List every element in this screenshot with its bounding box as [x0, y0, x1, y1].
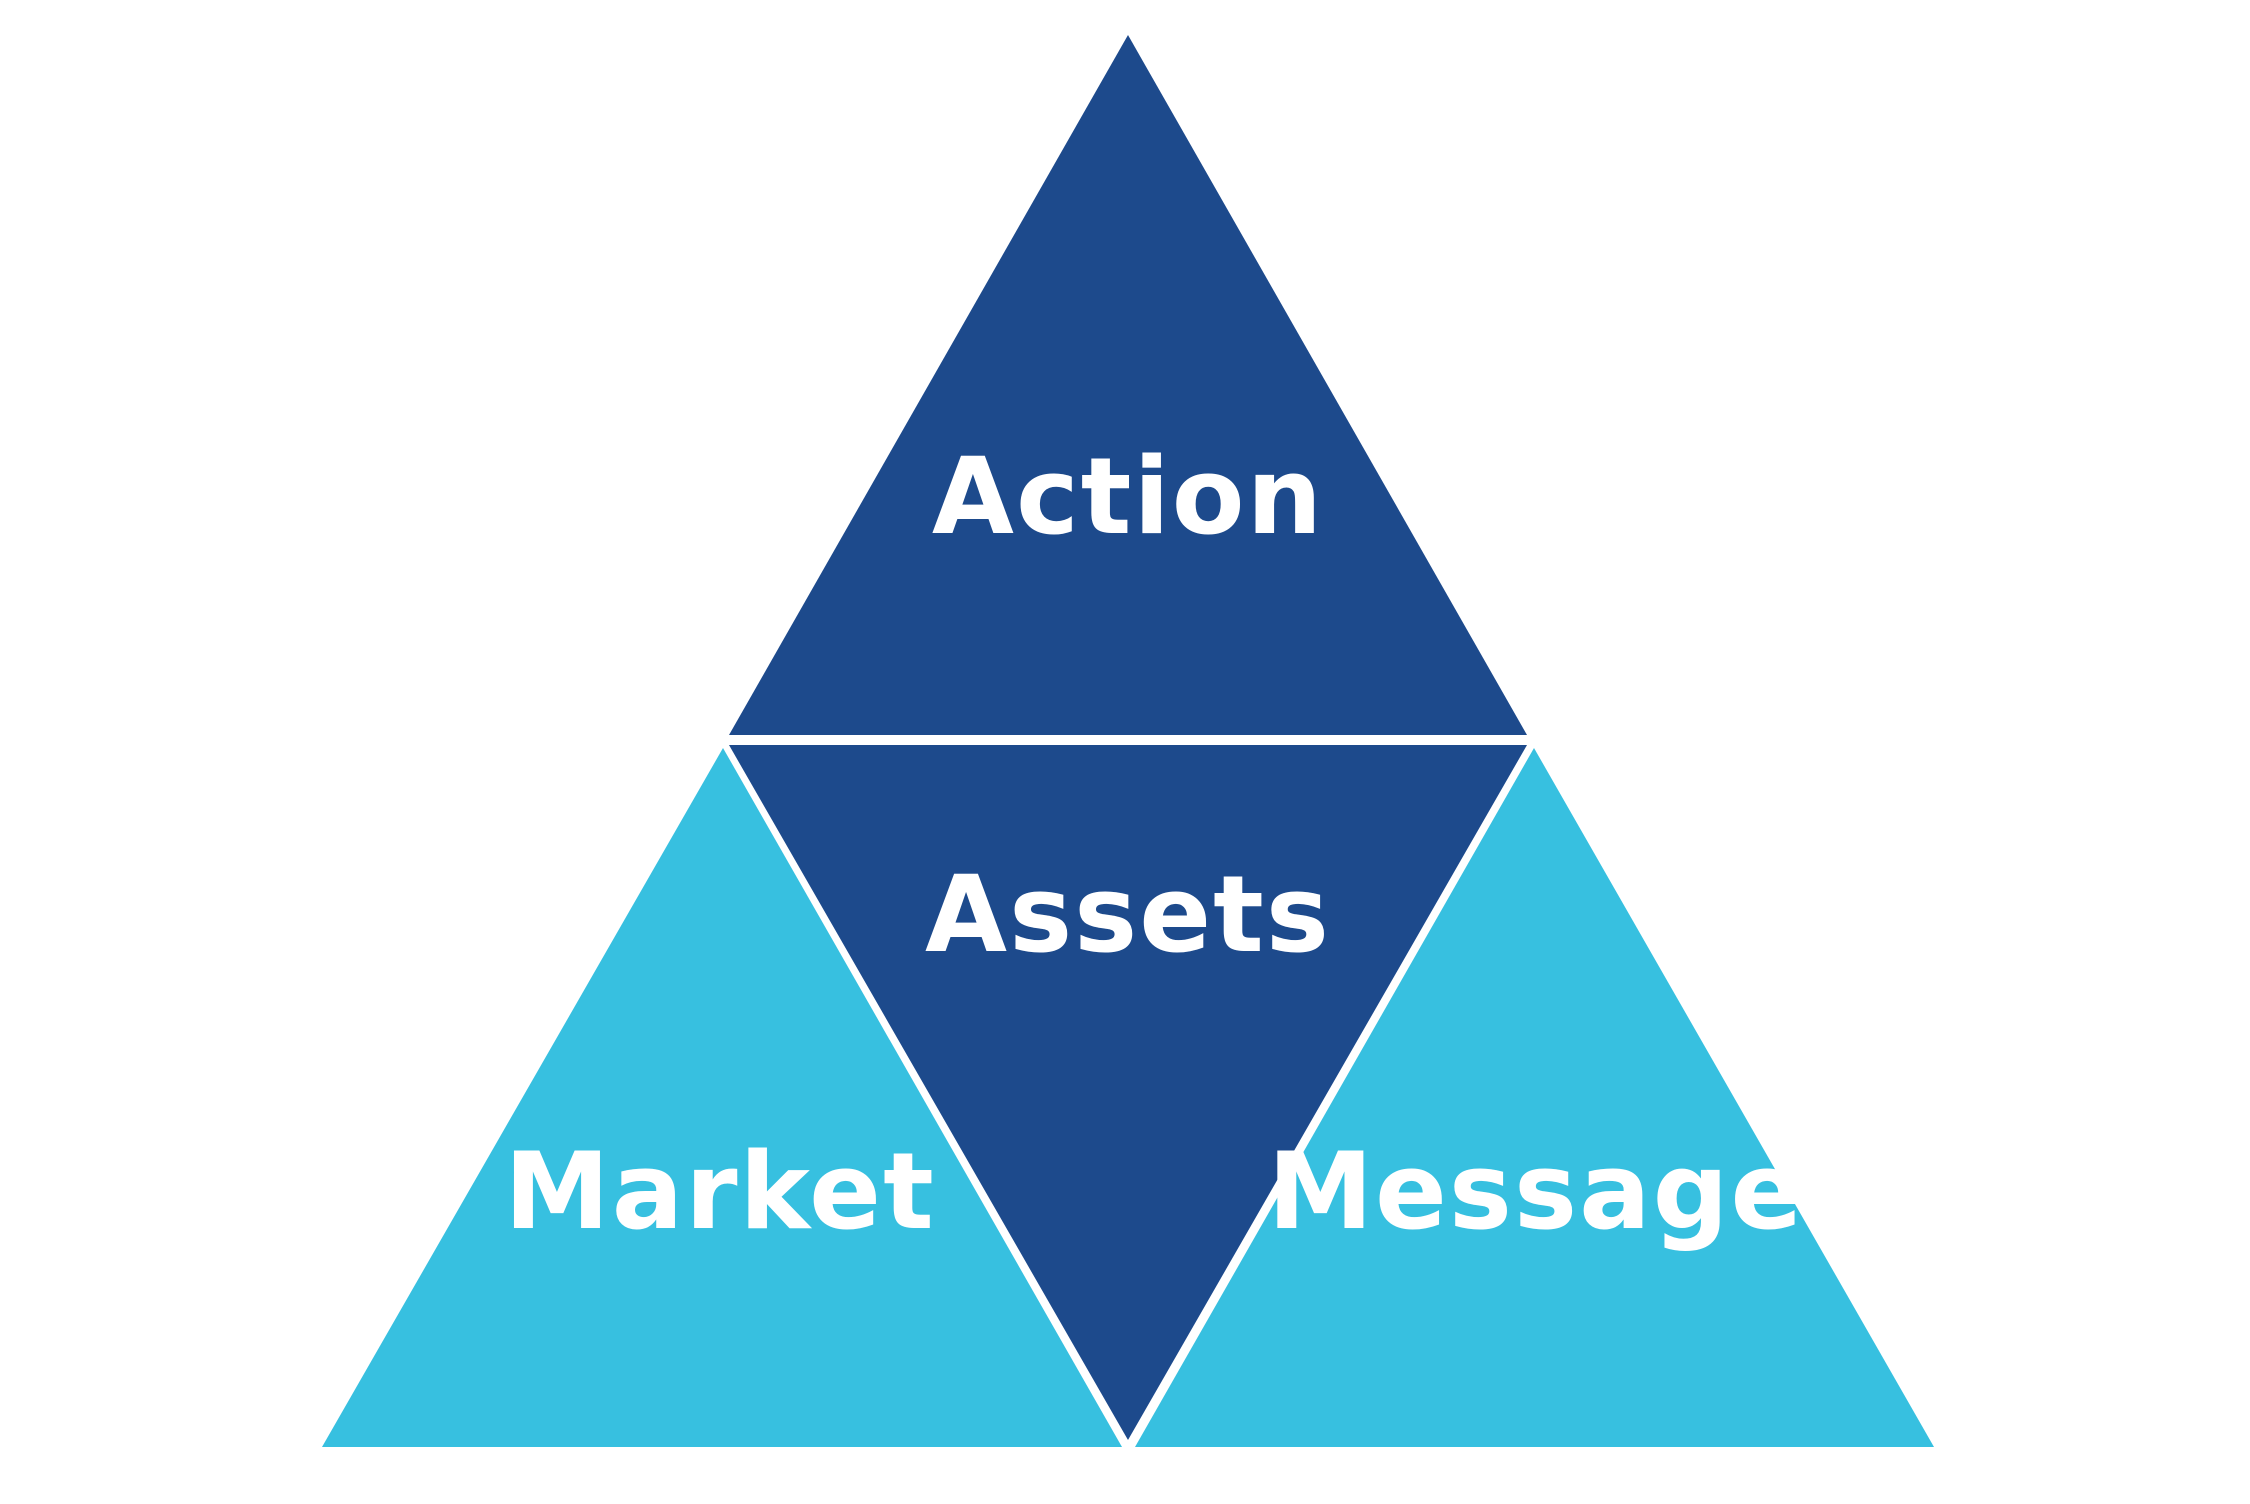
action-triangle	[729, 35, 1527, 735]
market-label: Market	[504, 1130, 936, 1253]
market-triangle	[322, 748, 1122, 1447]
message-label: Message	[1268, 1130, 1805, 1253]
message-triangle	[1135, 748, 1934, 1447]
action-label: Action	[932, 435, 1324, 558]
assets-label: Assets	[925, 853, 1331, 976]
assets-triangle	[729, 745, 1527, 1440]
